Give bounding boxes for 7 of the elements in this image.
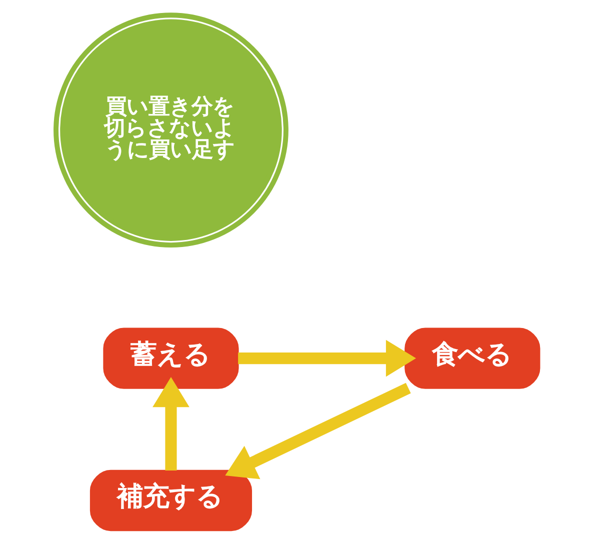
node-box: 補充する [90, 470, 252, 532]
arrow [238, 340, 416, 377]
arrow [152, 377, 190, 471]
arrow [225, 382, 411, 480]
node-box: 食べる [404, 328, 540, 389]
node-box: 蓄える [103, 328, 239, 389]
node-circle: 買い置き分を切らさないように買い足す [54, 12, 288, 248]
